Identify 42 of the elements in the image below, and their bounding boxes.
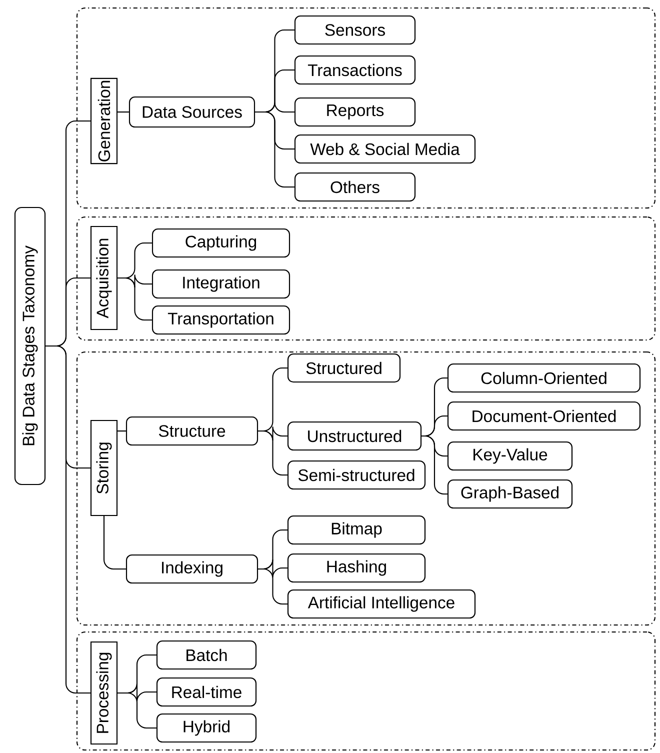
stage-box: Storing [90,420,118,516]
category-box: Column-Oriented [447,363,641,393]
stage-box: Acquisition [90,226,118,330]
category-box: Structure [126,416,258,446]
category-box: Hybrid [156,713,257,743]
stage-region [76,351,656,626]
category-box: Hashing [287,553,426,583]
category-box: Graph-Based [447,479,573,509]
category-box: Structured [287,353,401,383]
category-box: Capturing [152,228,290,258]
category-box: Others [294,172,416,202]
category-box: Web & Social Media [294,134,476,164]
category-box: Key-Value [447,441,573,471]
category-box: Real-time [156,677,257,707]
connector-line [118,430,126,432]
category-box: Bitmap [287,515,426,545]
category-box: Reports [294,97,416,127]
connector-line [118,277,152,321]
category-box: Artificial Intelligence [287,589,476,619]
root-box: Big Data Stages Taxonomy [14,206,46,486]
category-box: Data Sources [128,96,256,128]
category-box: Integration [152,269,290,299]
connector-line [118,692,156,729]
stage-region [76,7,656,209]
category-box: Document-Oriented [447,401,641,431]
category-box: Unstructured [287,421,422,451]
category-box: Transportation [152,305,290,335]
connector-line [118,111,129,113]
connector-line [258,568,288,605]
category-box: Transactions [294,55,416,85]
stage-box: Processing [90,641,118,745]
stage-box: Generation [90,78,118,164]
category-box: Indexing [126,554,258,584]
connector-line [103,516,126,570]
stage-region [76,631,656,751]
stage-region [76,216,656,341]
category-box: Batch [156,640,257,670]
connector-line [46,345,90,694]
connector-line [258,430,288,476]
connector-line [255,111,294,188]
category-box: Semi-structured [287,460,426,490]
category-box: Sensors [294,15,416,45]
